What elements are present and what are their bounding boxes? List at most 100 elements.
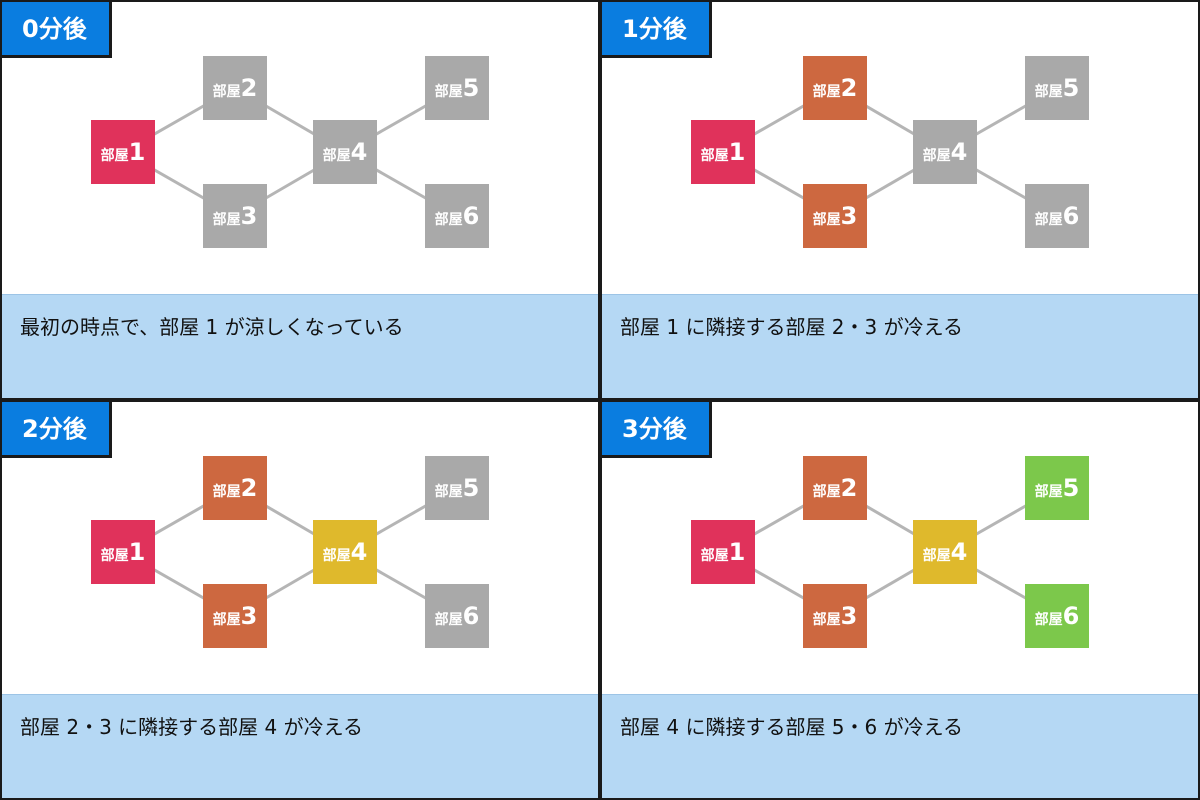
room-label: 部屋6 bbox=[435, 202, 480, 230]
room-node-5: 部屋5 bbox=[1025, 456, 1089, 520]
room-number: 3 bbox=[841, 602, 858, 630]
panel-time-tag: 2分後 bbox=[2, 402, 112, 458]
room-box bbox=[803, 56, 867, 120]
room-box bbox=[313, 120, 377, 184]
room-number: 2 bbox=[841, 474, 858, 502]
room-label: 部屋3 bbox=[213, 202, 258, 230]
room-node-5: 部屋5 bbox=[425, 456, 489, 520]
room-number: 2 bbox=[241, 74, 258, 102]
room-prefix: 部屋 bbox=[923, 147, 951, 164]
room-prefix: 部屋 bbox=[213, 83, 241, 100]
room-node-3: 部屋3 bbox=[203, 584, 267, 648]
room-node-5: 部屋5 bbox=[425, 56, 489, 120]
room-node-6: 部屋6 bbox=[425, 584, 489, 648]
room-label: 部屋5 bbox=[435, 474, 480, 502]
room-box bbox=[313, 520, 377, 584]
room-number: 5 bbox=[1063, 474, 1080, 502]
room-node-2: 部屋2 bbox=[203, 456, 267, 520]
room-box bbox=[1025, 456, 1089, 520]
room-number: 6 bbox=[463, 202, 480, 230]
room-number: 3 bbox=[241, 202, 258, 230]
room-number: 6 bbox=[1063, 202, 1080, 230]
room-prefix: 部屋 bbox=[101, 547, 129, 564]
room-prefix: 部屋 bbox=[813, 83, 841, 100]
room-node-3: 部屋3 bbox=[803, 584, 867, 648]
room-box bbox=[203, 456, 267, 520]
room-box bbox=[1025, 584, 1089, 648]
room-label: 部屋2 bbox=[213, 74, 258, 102]
room-label: 部屋1 bbox=[701, 538, 746, 566]
room-node-6: 部屋6 bbox=[425, 184, 489, 248]
room-prefix: 部屋 bbox=[323, 147, 351, 164]
room-box bbox=[803, 184, 867, 248]
room-number: 6 bbox=[1063, 602, 1080, 630]
room-node-3: 部屋3 bbox=[803, 184, 867, 248]
room-prefix: 部屋 bbox=[323, 547, 351, 564]
room-prefix: 部屋 bbox=[213, 611, 241, 628]
room-prefix: 部屋 bbox=[1035, 611, 1063, 628]
room-prefix: 部屋 bbox=[435, 83, 463, 100]
room-node-4: 部屋4 bbox=[913, 520, 977, 584]
room-prefix: 部屋 bbox=[213, 483, 241, 500]
room-number: 1 bbox=[729, 538, 746, 566]
room-node-2: 部屋2 bbox=[803, 456, 867, 520]
room-label: 部屋4 bbox=[923, 138, 968, 166]
room-node-5: 部屋5 bbox=[1025, 56, 1089, 120]
panel-caption: 部屋 2・3 に隣接する部屋 4 が冷える bbox=[2, 694, 598, 798]
room-node-2: 部屋2 bbox=[803, 56, 867, 120]
room-box bbox=[425, 184, 489, 248]
room-prefix: 部屋 bbox=[101, 147, 129, 164]
panel-time-tag: 3分後 bbox=[602, 402, 712, 458]
room-number: 5 bbox=[463, 74, 480, 102]
room-box bbox=[203, 184, 267, 248]
room-box bbox=[803, 584, 867, 648]
panel-caption: 部屋 1 に隣接する部屋 2・3 が冷える bbox=[602, 294, 1198, 398]
room-number: 2 bbox=[841, 74, 858, 102]
room-prefix: 部屋 bbox=[1035, 483, 1063, 500]
room-number: 5 bbox=[1063, 74, 1080, 102]
room-prefix: 部屋 bbox=[1035, 83, 1063, 100]
room-node-3: 部屋3 bbox=[203, 184, 267, 248]
room-node-4: 部屋4 bbox=[913, 120, 977, 184]
room-prefix: 部屋 bbox=[813, 611, 841, 628]
room-box bbox=[691, 520, 755, 584]
room-prefix: 部屋 bbox=[701, 547, 729, 564]
room-box bbox=[203, 584, 267, 648]
room-node-1: 部屋1 bbox=[691, 120, 755, 184]
room-box bbox=[91, 120, 155, 184]
room-prefix: 部屋 bbox=[435, 211, 463, 228]
room-label: 部屋5 bbox=[435, 74, 480, 102]
room-label: 部屋3 bbox=[813, 602, 858, 630]
room-number: 3 bbox=[241, 602, 258, 630]
room-prefix: 部屋 bbox=[435, 483, 463, 500]
room-prefix: 部屋 bbox=[813, 483, 841, 500]
room-number: 1 bbox=[729, 138, 746, 166]
room-box bbox=[91, 520, 155, 584]
room-label: 部屋2 bbox=[813, 74, 858, 102]
room-box bbox=[803, 456, 867, 520]
room-node-1: 部屋1 bbox=[91, 520, 155, 584]
room-label: 部屋4 bbox=[323, 138, 368, 166]
room-label: 部屋2 bbox=[213, 474, 258, 502]
room-number: 3 bbox=[841, 202, 858, 230]
room-node-6: 部屋6 bbox=[1025, 584, 1089, 648]
room-box bbox=[1025, 184, 1089, 248]
room-box bbox=[1025, 56, 1089, 120]
room-label: 部屋4 bbox=[323, 538, 368, 566]
room-label: 部屋1 bbox=[101, 538, 146, 566]
room-number: 5 bbox=[463, 474, 480, 502]
room-label: 部屋1 bbox=[101, 138, 146, 166]
room-label: 部屋6 bbox=[1035, 202, 1080, 230]
room-box bbox=[913, 520, 977, 584]
room-node-2: 部屋2 bbox=[203, 56, 267, 120]
room-number: 4 bbox=[351, 538, 368, 566]
room-box bbox=[425, 584, 489, 648]
room-number: 4 bbox=[351, 138, 368, 166]
room-box bbox=[691, 120, 755, 184]
